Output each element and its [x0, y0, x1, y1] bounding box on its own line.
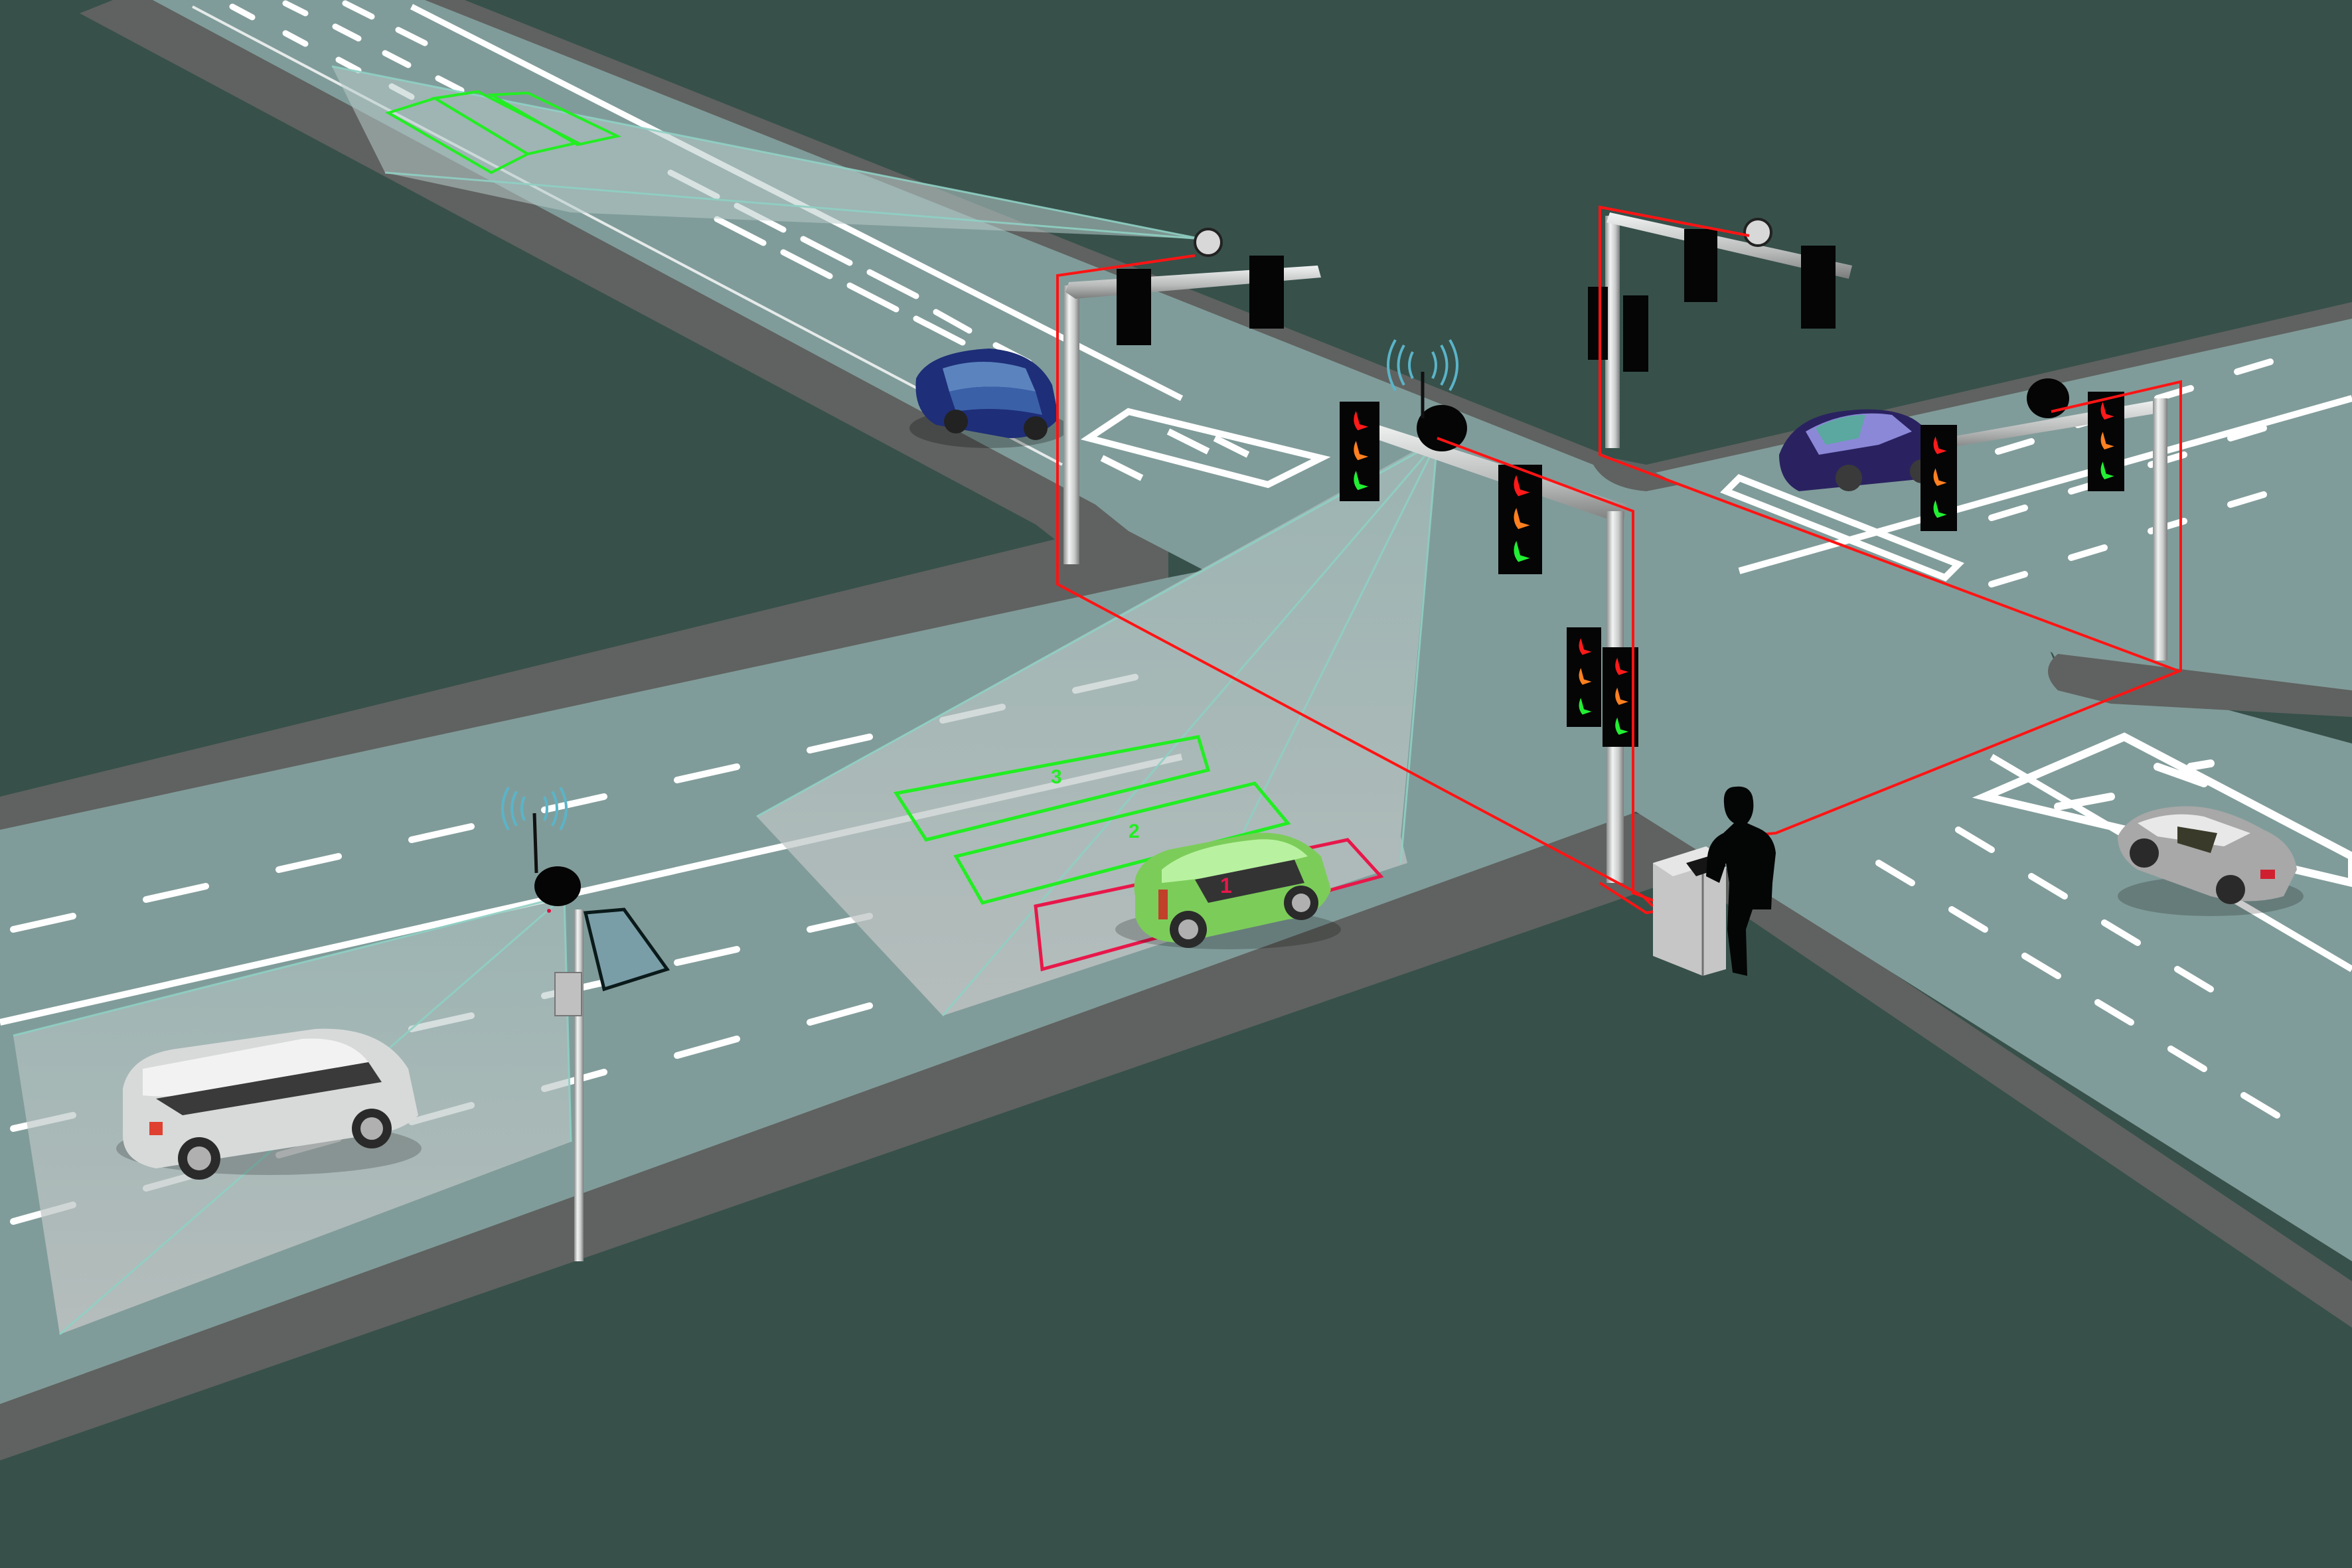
overhead-sensor-c: [1743, 218, 1772, 247]
corner-island-right: [2048, 654, 2352, 717]
car-silver-sedan: [2118, 806, 2304, 916]
red-arrow-lamp-icon: [1354, 411, 1369, 431]
red-arrow-lamp-icon: [1579, 638, 1592, 655]
detection-zones-near: 3 2: [893, 735, 1384, 972]
gantry-a: [1063, 228, 1321, 564]
signal-head-gantry-a-left: [1340, 402, 1379, 501]
overhead-sensor-b: [1417, 405, 1467, 451]
red-arrow-lamp-icon: [1514, 475, 1530, 497]
gantry-c-arm: [1607, 212, 1852, 279]
operator-silhouette: [1706, 786, 1776, 976]
gantry-b-arm: [1354, 422, 1626, 524]
detection-zones-far: [385, 90, 622, 175]
gantry-c-pole: [1605, 216, 1620, 448]
amber-arrow-lamp-icon: [1615, 687, 1628, 705]
corner-island-top: [1593, 465, 1680, 491]
gantry-d-pole: [2153, 398, 2167, 661]
wire-gantry-c: [1599, 205, 2178, 672]
right-road-lane-marks: [1875, 358, 2280, 1119]
signal-head-gantry-c-3: [1588, 287, 1608, 360]
signal-head-gantry-c-right: [2088, 392, 2124, 491]
far-detection-zone-3: [487, 91, 622, 147]
gantry-a-pole: [1063, 285, 1079, 564]
signal-head-gantry-c-4: [1623, 295, 1648, 372]
cross-road-curb-left: [80, 0, 1168, 584]
signal-head-pole-a: [1567, 627, 1601, 727]
controller-cabinet: [1653, 846, 1726, 976]
detection-zone-1-label: 1: [1220, 874, 1232, 898]
signal-head-gantry-a-1: [1117, 269, 1151, 345]
green-arrow-lamp-icon: [1579, 698, 1592, 715]
lane-arrows-bottom-right: [2054, 759, 2215, 811]
green-arrow-lamp-icon: [2100, 461, 2114, 480]
detection-zone-2: [953, 781, 1291, 905]
solar-panel: [583, 907, 670, 992]
detection-zone-3-label: 3: [1051, 766, 1062, 788]
signal-head-gantry-c-2: [1801, 246, 1836, 329]
main-road-curb-top: [0, 531, 1168, 836]
detection-zone-3: [893, 735, 1211, 842]
car-silver-wagon: [116, 1028, 422, 1180]
antenna-pole: [532, 813, 538, 874]
solar-pole: [574, 909, 584, 1261]
far-detection-zone-2: [431, 90, 582, 156]
stop-box-right: [1720, 474, 1964, 582]
signal-head-gantry-c-left: [1921, 425, 1957, 531]
right-road-center-line: [1738, 395, 2352, 574]
red-arrow-lamp-icon: [1615, 657, 1628, 675]
green-arrow-lamp-icon: [1933, 500, 1947, 518]
green-arrow-lamp-icon: [1615, 717, 1628, 735]
car-green-hatchback: [1115, 832, 1341, 949]
red-arrow-lamp-icon: [2100, 402, 2114, 420]
wire-gantry-b: [1437, 437, 1660, 904]
solar-pole-battery-box: [554, 972, 582, 1016]
amber-arrow-lamp-icon: [2100, 431, 2114, 450]
lane-arrows-top-left: [1100, 428, 1250, 481]
signal-head-gantry-a-2: [1249, 256, 1284, 329]
wireless-icon-pole: [501, 787, 568, 830]
red-arrow-lamp-icon: [1933, 436, 1947, 455]
gantry-c: [1588, 212, 1852, 448]
green-arrow-lamp-icon: [1514, 540, 1530, 562]
signal-head-gantry-c-1: [1684, 229, 1717, 302]
solar-pole-sensor: [501, 787, 670, 1261]
signal-heads: [1340, 392, 2124, 747]
main-road-surface: [0, 578, 2352, 1404]
overhead-sensor-d: [2027, 378, 2069, 418]
green-arrow-lamp-icon: [1354, 471, 1369, 491]
wireless-icon-b: [1387, 339, 1458, 392]
amber-arrow-lamp-icon: [1579, 668, 1592, 685]
overhead-sensor-a: [1194, 228, 1223, 257]
amber-arrow-lamp-icon: [1933, 468, 1947, 487]
wire-gantry-a: [1056, 254, 1654, 907]
amber-arrow-lamp-icon: [1354, 441, 1369, 461]
detection-zone-2-label: 2: [1129, 821, 1140, 842]
signal-head-gantry-a-right: [1498, 465, 1542, 574]
pole-sensor-head: [534, 866, 581, 906]
amber-arrow-lamp-icon: [1514, 508, 1530, 530]
stop-box-top-left: [1080, 408, 1331, 489]
car-blue-sedan: [909, 349, 1069, 448]
